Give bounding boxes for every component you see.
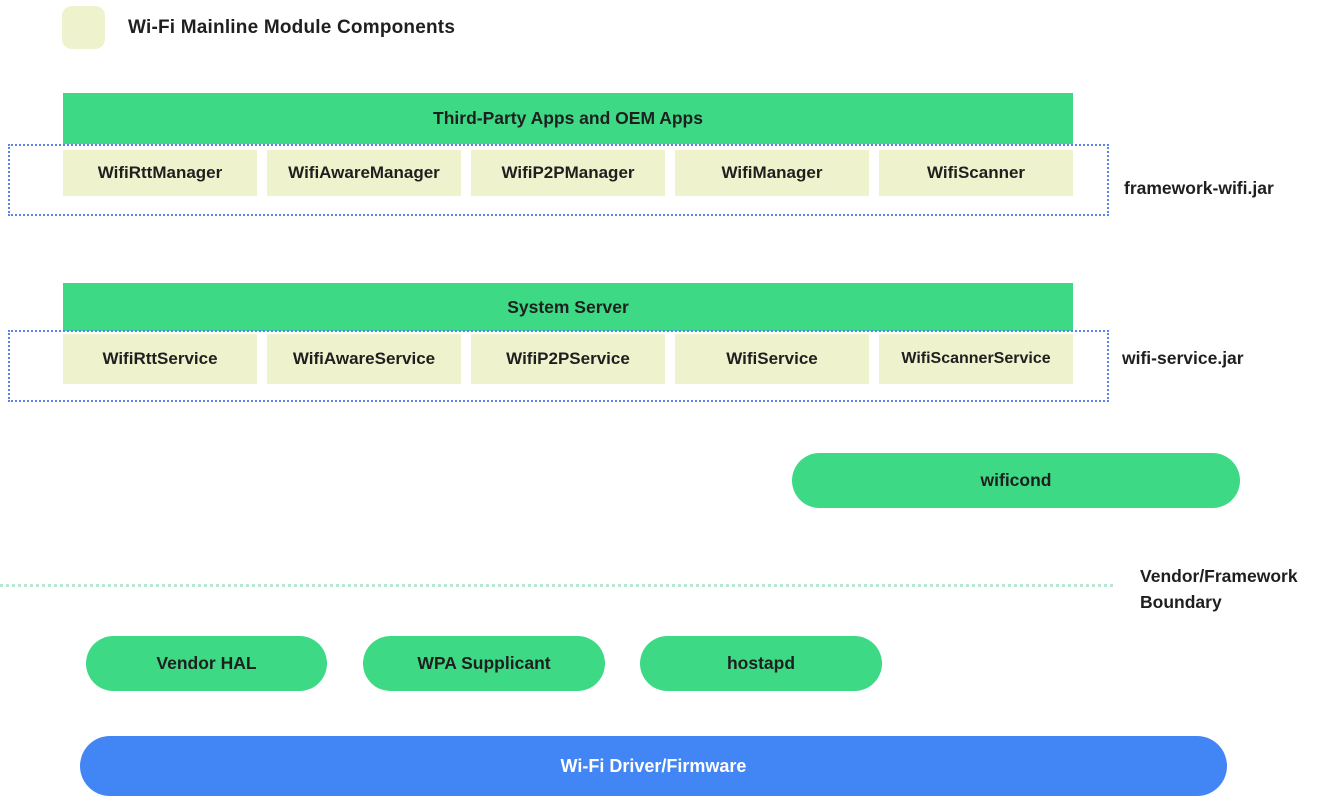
node-wifi-aware-service: WifiAwareService bbox=[267, 334, 461, 384]
diagram-title: Wi-Fi Mainline Module Components bbox=[128, 17, 456, 38]
node-wifi-driver-firmware: Wi-Fi Driver/Firmware bbox=[80, 736, 1227, 796]
node-wificond: wificond bbox=[792, 453, 1240, 508]
wifi-service-jar-boundary bbox=[8, 330, 1109, 402]
node-wifi-aware-manager: WifiAwareManager bbox=[267, 150, 461, 196]
node-vendor-hal: Vendor HAL bbox=[86, 636, 327, 691]
framework-wifi-jar-boundary bbox=[8, 144, 1109, 216]
node-third-party-apps-label: Third-Party Apps and OEM Apps bbox=[433, 108, 703, 128]
node-system-server: System Server bbox=[63, 283, 1073, 331]
node-wifi-driver-firmware-label: Wi-Fi Driver/Firmware bbox=[560, 755, 747, 776]
node-wifi-p2p-service: WifiP2PService bbox=[471, 334, 665, 384]
vendor-framework-boundary-line bbox=[0, 584, 1113, 587]
vendor-framework-boundary-label: Vendor/Framework Boundary bbox=[1140, 566, 1298, 612]
node-wifi-rtt-service: WifiRttService bbox=[63, 334, 257, 384]
node-wificond-label: wificond bbox=[980, 470, 1052, 490]
node-wpa-supplicant: WPA Supplicant bbox=[363, 636, 605, 691]
wifi-service-jar-label: wifi-service.jar bbox=[1122, 348, 1244, 368]
node-wifi-manager: WifiManager bbox=[675, 150, 869, 196]
legend-swatch bbox=[62, 6, 105, 49]
node-wifi-scanner: WifiScanner bbox=[879, 150, 1073, 196]
node-wifi-service: WifiService bbox=[675, 334, 869, 384]
node-system-server-label: System Server bbox=[507, 296, 629, 317]
framework-wifi-jar-label: framework-wifi.jar bbox=[1124, 178, 1274, 198]
node-wifi-rtt-manager: WifiRttManager bbox=[63, 150, 257, 196]
node-wifi-scanner-service: WifiScannerService bbox=[879, 334, 1073, 384]
node-hostapd: hostapd bbox=[640, 636, 882, 691]
node-third-party-apps: Third-Party Apps and OEM Apps bbox=[63, 93, 1073, 144]
node-wifi-p2p-manager: WifiP2PManager bbox=[471, 150, 665, 196]
